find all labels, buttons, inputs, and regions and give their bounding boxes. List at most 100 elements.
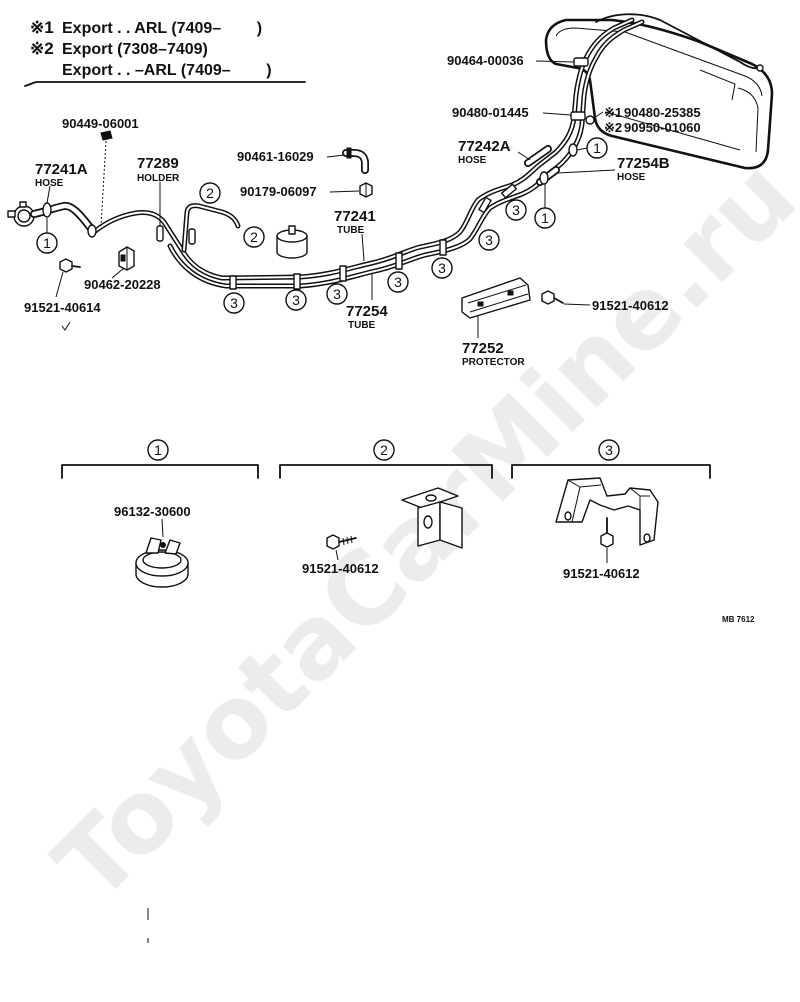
part-number-91521-40614[interactable]: 91521-40614 (24, 300, 101, 315)
part-number-91521-40612[interactable]: 91521-40612 (563, 566, 640, 581)
nut-90179-06097 (359, 182, 373, 198)
part-number-77254[interactable]: 77254 (346, 303, 388, 320)
hose-clamp (42, 202, 52, 218)
callout-2: 2 (243, 226, 265, 248)
part-number-77241a[interactable]: 77241A (35, 161, 88, 178)
note-mark-1: ※1 (604, 105, 622, 120)
detail-section-1: 1 96132-30600 (61, 439, 259, 588)
tube-clips (229, 183, 517, 290)
part-number-90179-06097[interactable]: 90179-06097 (240, 184, 317, 199)
notes-underline (24, 81, 306, 87)
callout-label: 3 (292, 292, 300, 308)
callout-label: 3 (438, 260, 446, 276)
bolt-91521-40612 (326, 534, 357, 550)
callout-label: 1 (593, 140, 601, 156)
leader-lines (46, 60, 616, 338)
clip-90480-01445 (570, 111, 586, 121)
part-name-77252: PROTECTOR (462, 357, 525, 368)
callout-label: 1 (43, 235, 51, 251)
part-name-77289: HOLDER (137, 173, 180, 184)
part-name-77241: TUBE (337, 225, 365, 236)
callout-3: 3 (478, 229, 500, 251)
part-name-77254b: HOSE (617, 172, 646, 183)
note-1-text: Export . . ARL (7409– ) (62, 20, 262, 37)
detail-section-3: 3 91521-40612 (511, 439, 711, 581)
note-1-mark: ※1 (30, 18, 54, 37)
holder-77289 (188, 228, 196, 245)
callout-1: 1 (534, 207, 556, 229)
callout-1: 1 (36, 232, 58, 254)
callout-label: 3 (333, 286, 341, 302)
part-number-90461-16029[interactable]: 90461-16029 (237, 149, 314, 164)
part-number-90462-20228[interactable]: 90462-20228 (84, 277, 161, 292)
part-number-90480-25385[interactable]: 90480-25385 (624, 105, 701, 120)
part-number-90480-01445[interactable]: 90480-01445 (452, 105, 529, 120)
leader-line (161, 518, 164, 538)
clip-90449-06001 (100, 130, 113, 141)
vent-hook (756, 64, 764, 72)
callout-3: 3 (285, 289, 307, 311)
part-number-90950-01060[interactable]: 90950-01060 (624, 120, 701, 135)
callout-2: 2 (199, 182, 221, 204)
part-number-77289[interactable]: 77289 (137, 155, 179, 172)
detail-section-2: 2 91521-40612 (279, 439, 493, 576)
bracket (401, 487, 463, 549)
bolt-91521-40614 (59, 258, 81, 273)
callout-3: 3 (505, 199, 527, 221)
note-mark-2: ※2 (604, 120, 622, 135)
clip-90480-25385 (585, 115, 595, 125)
elbow-hose-90461-16029 (342, 147, 369, 174)
section-label: 1 (154, 442, 162, 458)
part-number-77241[interactable]: 77241 (334, 208, 376, 225)
part-number-91521-40612[interactable]: 91521-40612 (592, 298, 669, 313)
part-name-77242a: HOSE (458, 155, 487, 166)
holder-77289 (156, 225, 164, 242)
notes-block: ※1 Export . . ARL (7409– ) ※2 Export (73… (24, 18, 306, 87)
callout-3: 3 (431, 257, 453, 279)
hose-clamp-96132-30600 (135, 537, 189, 588)
hose-clamp (87, 224, 97, 238)
part-number-91521-40612[interactable]: 91521-40612 (302, 561, 379, 576)
part-number-77252[interactable]: 77252 (462, 340, 504, 357)
hose-clamp (568, 143, 578, 157)
part-number-90464-00036[interactable]: 90464-00036 (447, 53, 524, 68)
part-name-77254: TUBE (348, 320, 376, 331)
part-number-77254b[interactable]: 77254B (617, 155, 670, 172)
callout-label: 3 (485, 232, 493, 248)
note-2-mark: ※2 (30, 39, 54, 58)
hose-77242a (524, 145, 552, 167)
tank-vent-line (595, 13, 761, 70)
clip-90462-20228 (118, 246, 135, 271)
section-label: 3 (605, 442, 613, 458)
callout-3: 3 (223, 292, 245, 314)
callout-label: 2 (206, 185, 214, 201)
callout-3: 3 (326, 283, 348, 305)
part-number-90449-06001[interactable]: 90449-06001 (62, 116, 139, 131)
part-number-77242a[interactable]: 77242A (458, 138, 511, 155)
part-name-77241a: HOSE (35, 178, 64, 189)
section-label: 2 (380, 442, 388, 458)
callout-label: 2 (250, 229, 258, 245)
stray-mark (61, 321, 71, 331)
callout-label: 3 (230, 295, 238, 311)
callout-label: 3 (512, 202, 520, 218)
leader-line (335, 549, 339, 561)
clip-90464-00036 (573, 57, 589, 67)
leader-line (100, 140, 107, 227)
callout-1: 1 (586, 137, 608, 159)
drawing-code: MB 7612 (722, 615, 755, 624)
note-3-text: Export . . –ARL (7409– ) (62, 62, 272, 79)
callout-3: 3 (387, 271, 409, 293)
protector-77252 (461, 277, 531, 319)
bolt-91521-40612 (600, 517, 614, 548)
part-number-96132-30600[interactable]: 96132-30600 (114, 504, 191, 519)
callout-label: 3 (394, 274, 402, 290)
tube-clamp-bracket (555, 477, 659, 546)
note-2-text: Export (7308–7409) (62, 41, 208, 58)
hose-clamp (539, 171, 549, 185)
vapor-tube (181, 203, 241, 253)
bolt-91521-40612 (541, 290, 564, 305)
charcoal-canister (276, 225, 308, 259)
callout-label: 1 (541, 210, 549, 226)
